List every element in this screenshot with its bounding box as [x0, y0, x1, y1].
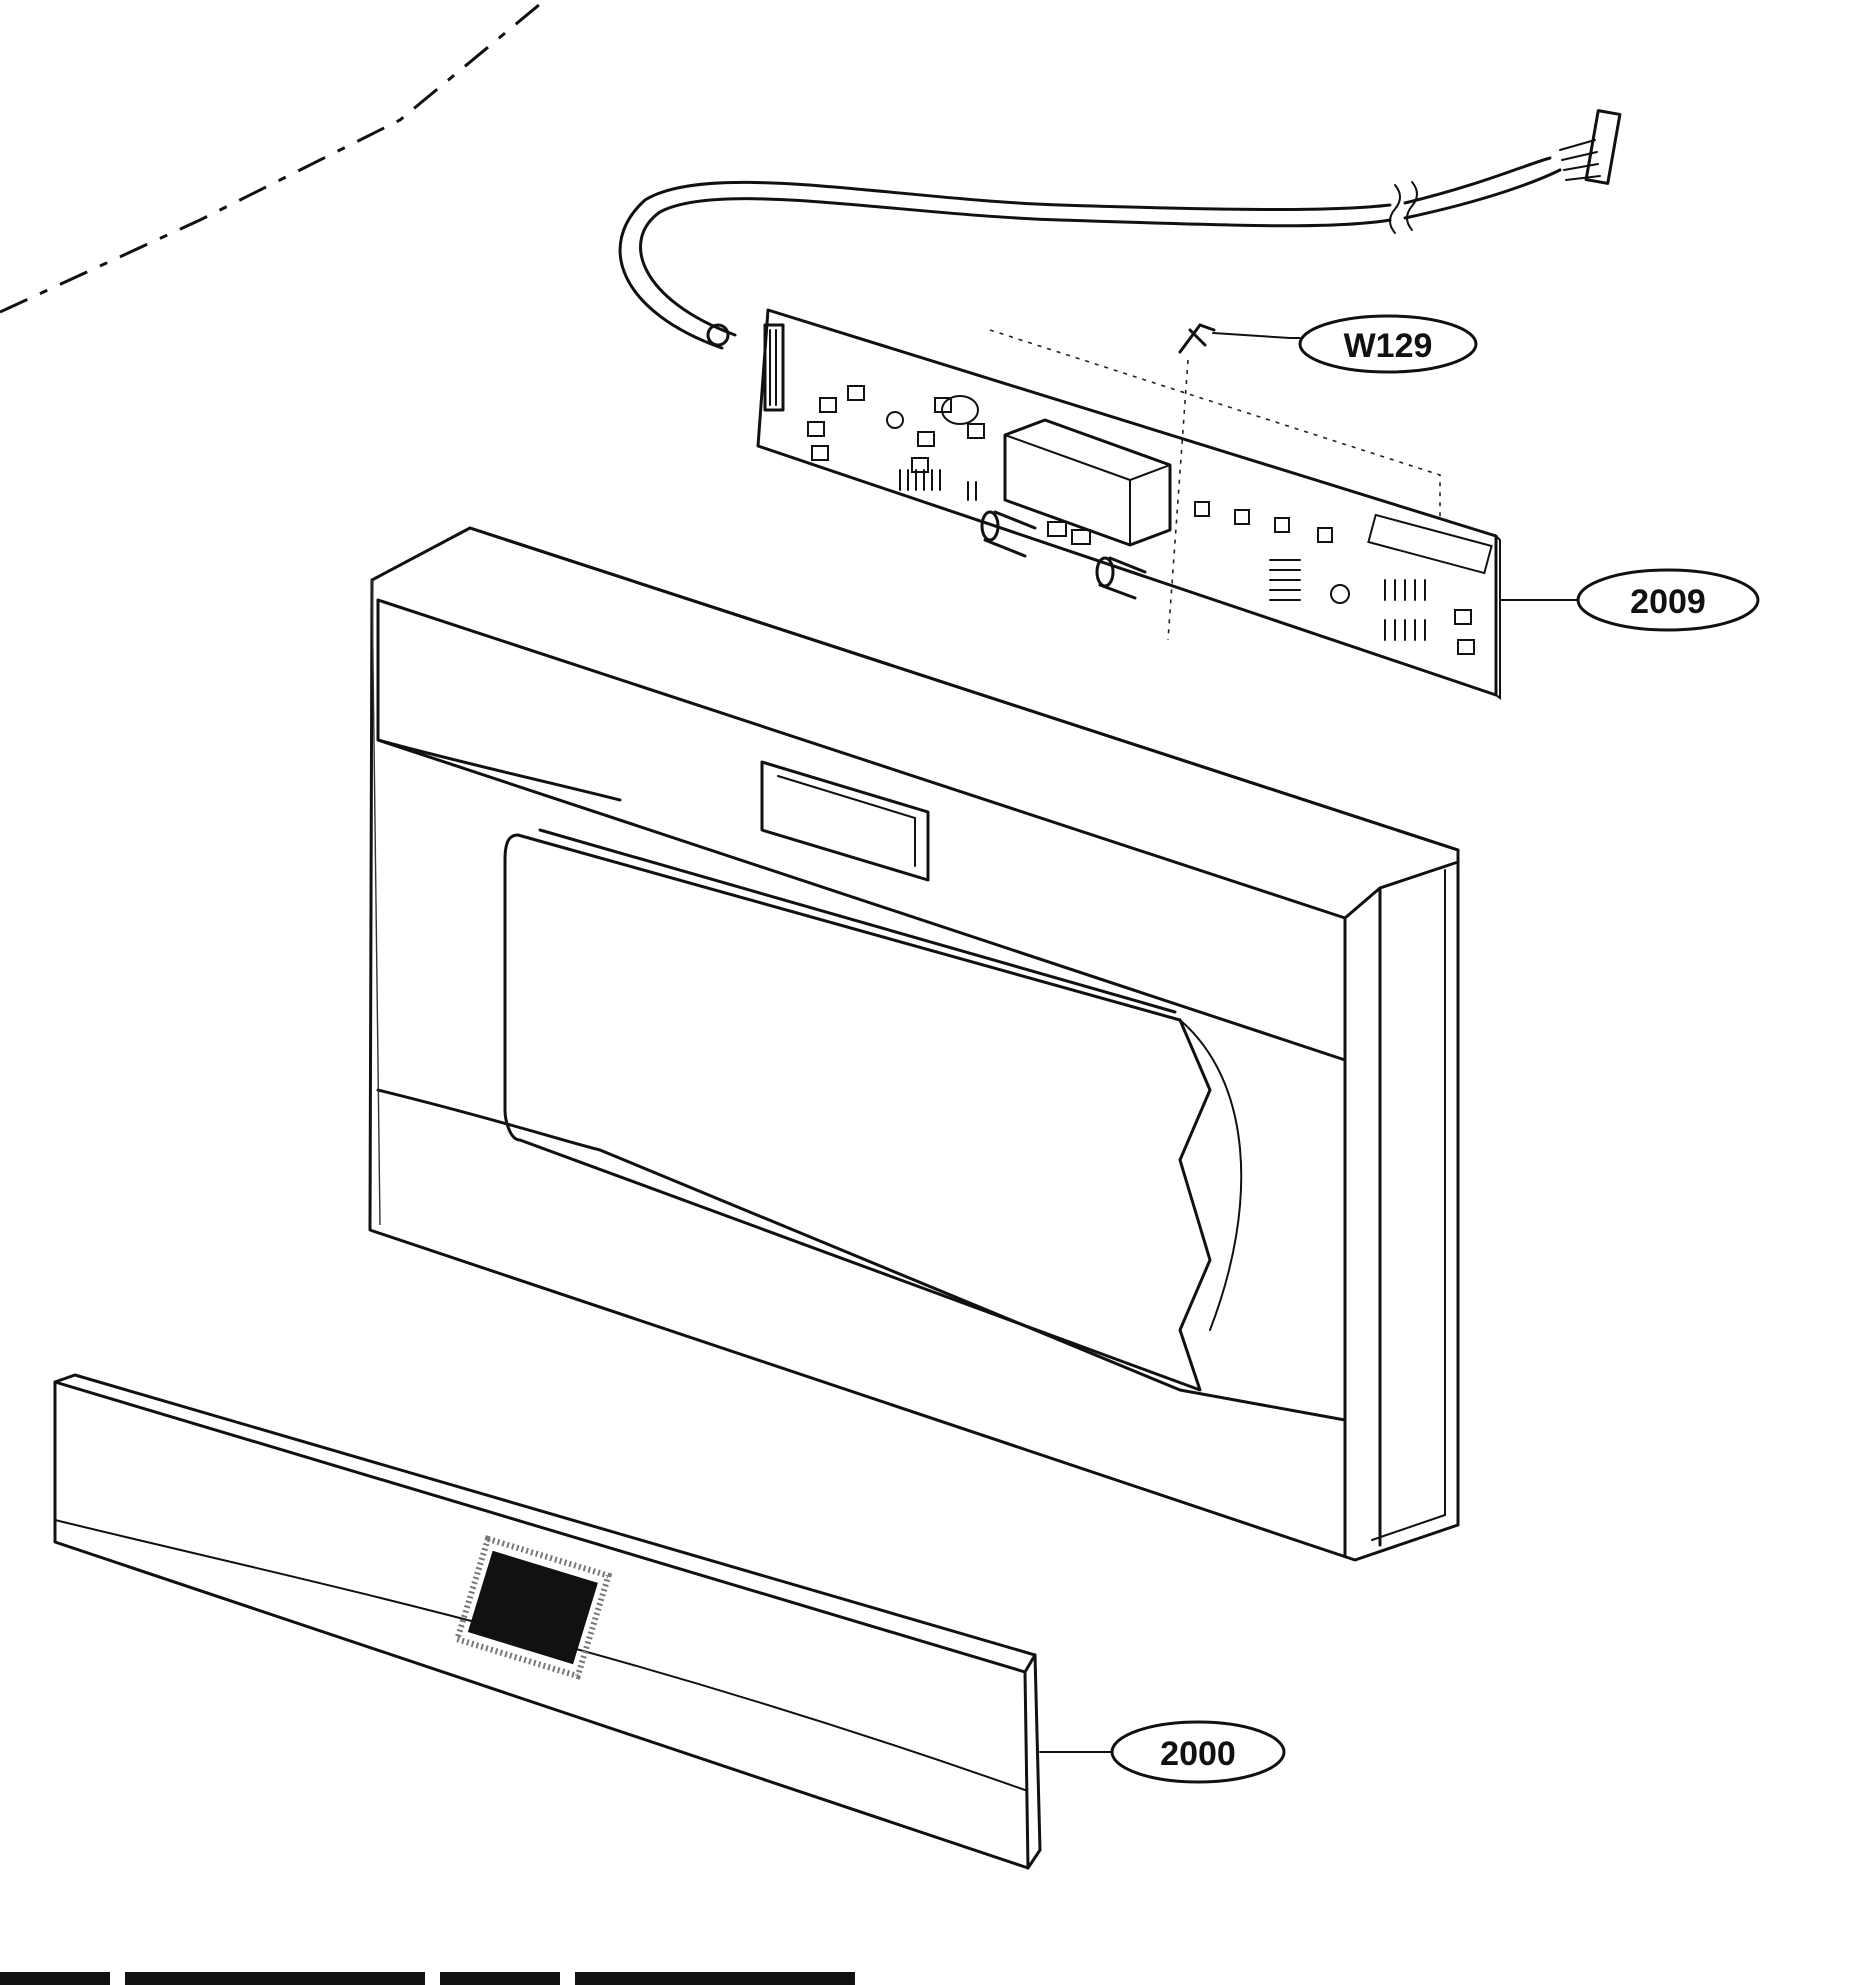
callout-label-2000: 2000 [1160, 1735, 1236, 1773]
pcb-components [807, 385, 1493, 655]
bottom-border [0, 1972, 855, 1985]
pcb-connector-left [763, 323, 785, 412]
display-window [467, 1550, 598, 1665]
screw-w129 [1167, 323, 1291, 641]
callout-2000: 2000 [1039, 1720, 1286, 1784]
pcb-cylinders [980, 510, 1147, 600]
harness-grommet [706, 323, 730, 347]
callout-label-2009: 2009 [1630, 583, 1706, 621]
callout-w129: W129 [1289, 314, 1478, 374]
wire-harness [618, 109, 1622, 350]
control-pcb [756, 308, 1501, 700]
guide-line [0, 0, 546, 314]
callout-2009: 2009 [1499, 568, 1760, 632]
door-frame [368, 526, 1460, 1562]
harness-connector [1584, 109, 1622, 185]
callout-label-w129: W129 [1344, 327, 1433, 365]
control-panel [53, 1373, 1042, 1870]
